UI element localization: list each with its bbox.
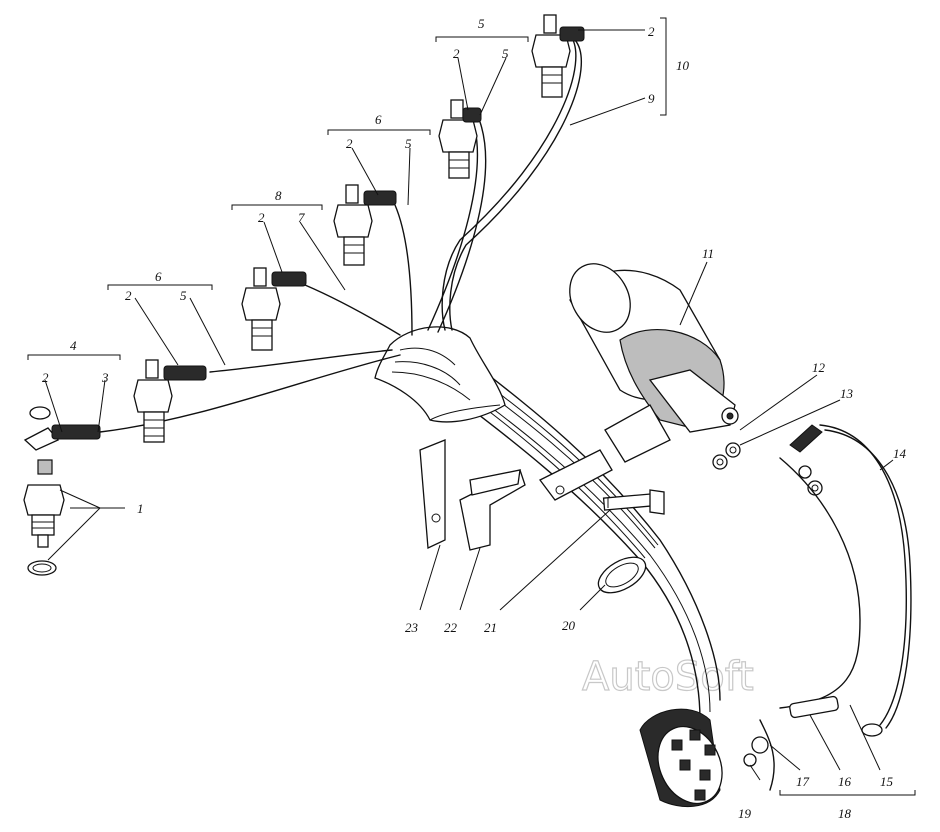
- connector-block: [639, 708, 769, 808]
- label-2: 2: [42, 370, 49, 385]
- bolt-21: [602, 489, 665, 515]
- label-4: 4: [70, 338, 77, 353]
- label-6: 6: [155, 269, 162, 284]
- label-20: 20: [562, 618, 576, 633]
- lead-14: [789, 424, 912, 737]
- label-12: 12: [812, 360, 826, 375]
- sender-e: [531, 14, 585, 98]
- nut-washer: [712, 442, 823, 496]
- sender-d: [438, 99, 482, 179]
- label-9: 9: [648, 91, 655, 106]
- label-2: 2: [453, 46, 460, 61]
- label-17: 17: [796, 774, 810, 789]
- ignition-coil: [569, 263, 739, 463]
- label-23: 23: [405, 620, 419, 635]
- leader-lines: [27, 17, 916, 796]
- label-14: 14: [893, 446, 907, 461]
- label-5: 5: [180, 288, 187, 303]
- label-19: 19: [738, 806, 752, 821]
- label-16: 16: [838, 774, 852, 789]
- label-1: 1: [137, 501, 144, 516]
- lead-15-17: [759, 457, 861, 791]
- label-18: 18: [838, 806, 852, 821]
- label-21: 21: [484, 620, 497, 635]
- label-2: 2: [125, 288, 132, 303]
- bracket-22: [459, 469, 526, 551]
- label-22: 22: [444, 620, 458, 635]
- label-2: 2: [258, 210, 265, 225]
- label-5: 5: [502, 46, 509, 61]
- watermark: AutoSoft: [582, 654, 754, 700]
- labels: 1 2 3 4 2 5 6 2 7 8 2 5 6 2 5 5 2 9 10 1…: [42, 16, 907, 821]
- sender-c: [333, 184, 397, 266]
- bracket-23: [419, 439, 446, 549]
- label-5: 5: [478, 16, 485, 31]
- clamp-20: [597, 556, 647, 594]
- label-6: 6: [375, 112, 382, 127]
- label-5: 5: [405, 136, 412, 151]
- label-11: 11: [702, 246, 714, 261]
- label-2: 2: [648, 24, 655, 39]
- label-8: 8: [275, 188, 282, 203]
- label-2: 2: [346, 136, 353, 151]
- sensor-1: [23, 406, 101, 576]
- rubber-boot: [374, 326, 506, 423]
- label-15: 15: [880, 774, 894, 789]
- sender-a: [133, 359, 207, 443]
- label-7: 7: [298, 210, 305, 225]
- label-10: 10: [676, 58, 690, 73]
- label-13: 13: [840, 386, 854, 401]
- sender-b: [241, 267, 307, 351]
- coil-bracket: [539, 449, 613, 501]
- label-3: 3: [101, 370, 109, 385]
